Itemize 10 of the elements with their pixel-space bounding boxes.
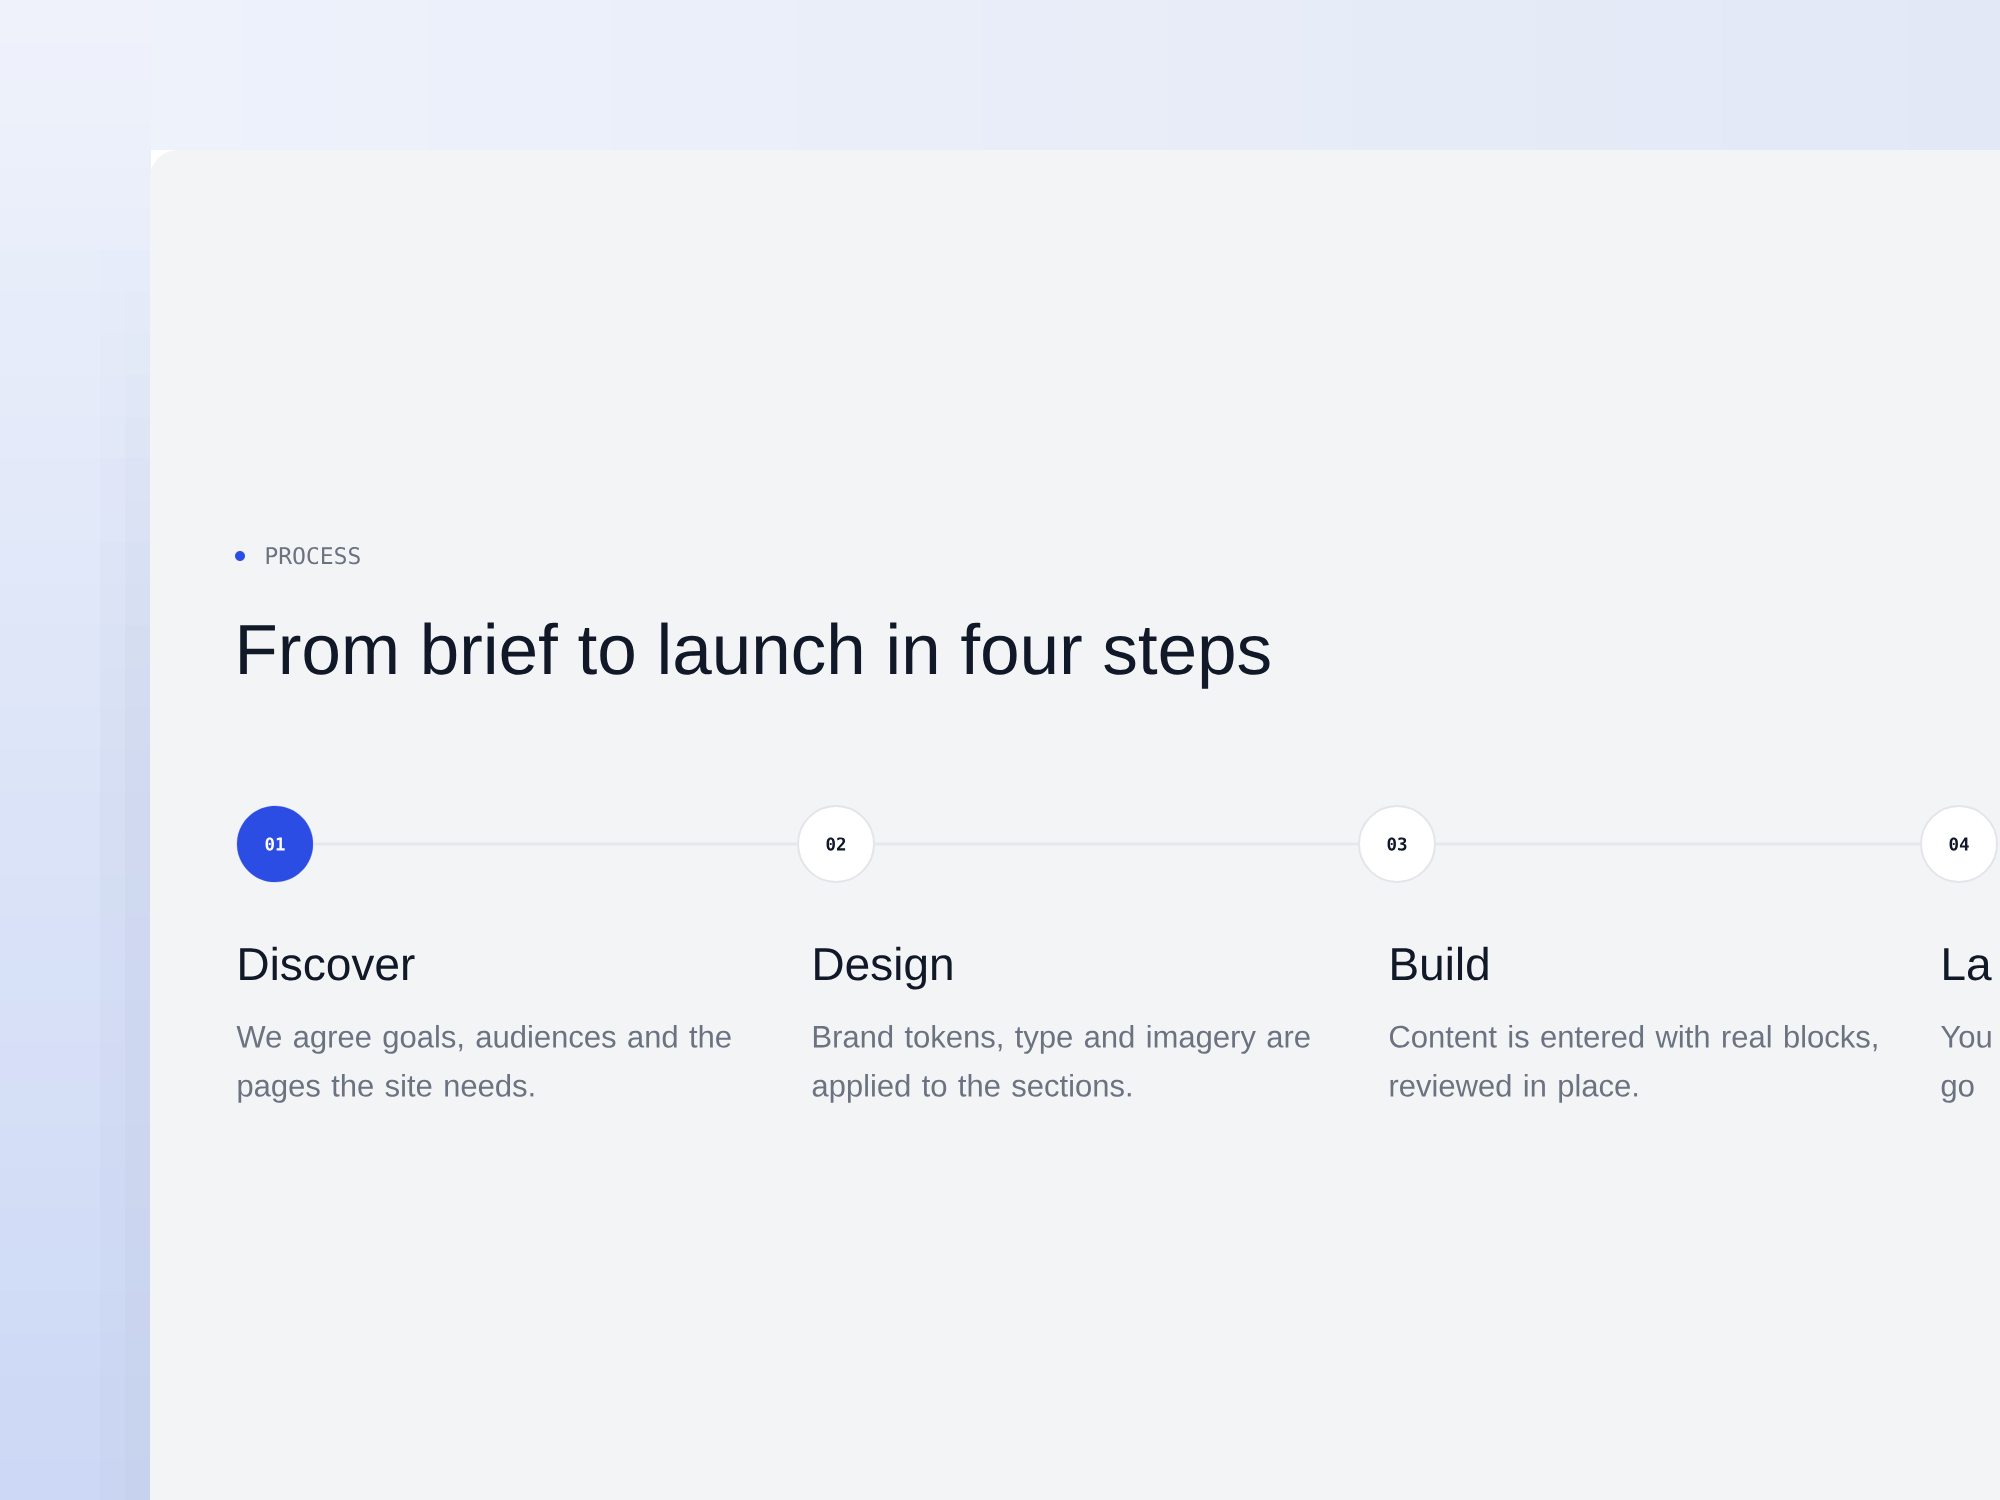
step-description: Content is entered with real blocks, reviewed in place.: [1390, 1024, 1877, 1103]
step-title: Discover: [240, 946, 415, 981]
step-description: You go: [1941, 1026, 1991, 1103]
step-title: Design: [815, 946, 952, 990]
step-title: Build: [1392, 946, 1488, 981]
heading: From brief to launch in four steps: [240, 622, 1270, 689]
step-description: We agree goals, audiences and the pages the site needs.: [236, 1024, 731, 1103]
step-title: La: [1944, 948, 1992, 981]
section-label: PROCESS: [266, 546, 360, 565]
step-description: Brand tokens, type and imagery are applied to the sections.: [812, 1024, 1310, 1103]
